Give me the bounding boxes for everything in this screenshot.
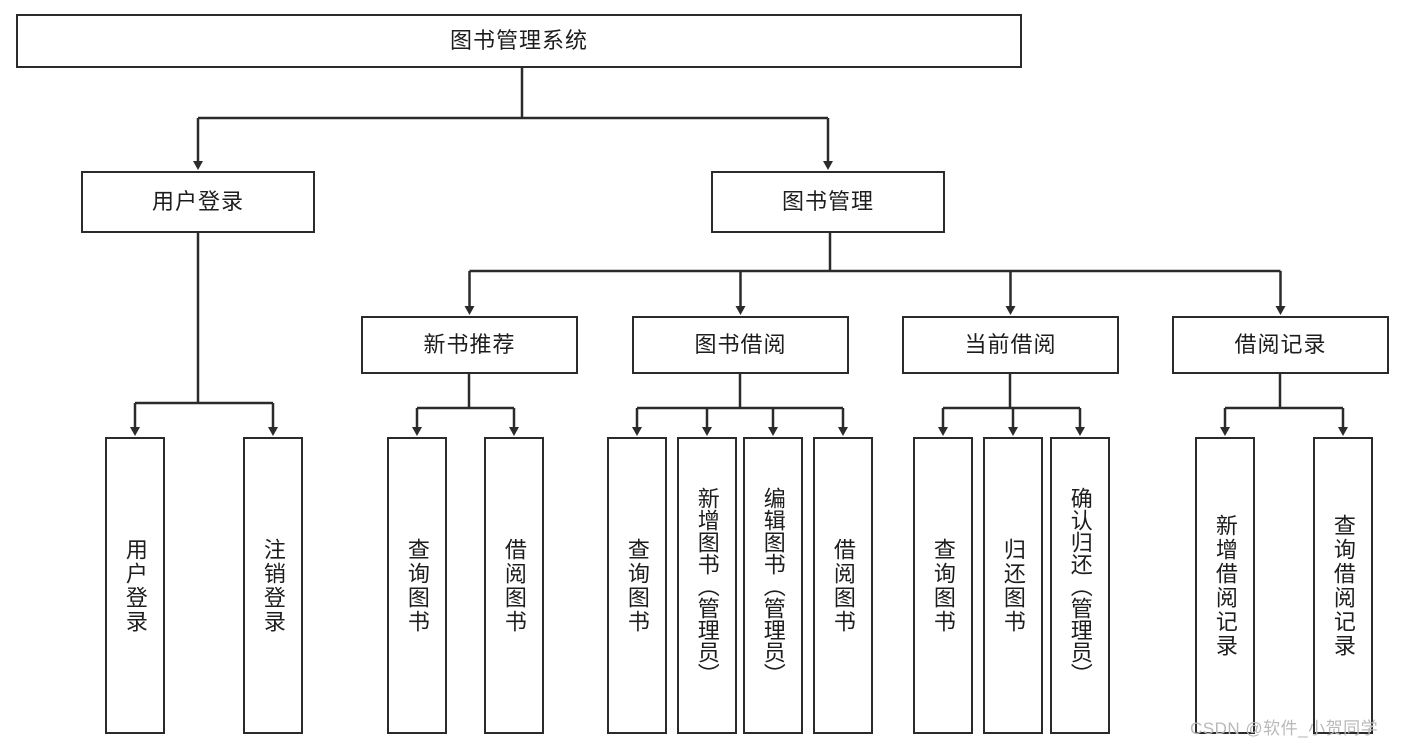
node-l-cu-conf[interactable]: 确认归还（管理员） (1050, 437, 1110, 734)
node-l-logout[interactable]: 注销登录 (243, 437, 303, 734)
node-newbook[interactable]: 新书推荐 (361, 316, 578, 374)
node-l-login[interactable]: 用户登录 (105, 437, 165, 734)
node-l-cu-return[interactable]: 归还图书 (983, 437, 1043, 734)
node-l-re-add[interactable]: 新增借阅记录 (1195, 437, 1255, 734)
node-l-nb-query[interactable]: 查询图书 (387, 437, 447, 734)
node-login[interactable]: 用户登录 (81, 171, 315, 233)
node-l-bo-lend[interactable]: 借阅图书 (813, 437, 873, 734)
node-records[interactable]: 借阅记录 (1172, 316, 1389, 374)
watermark-text: CSDN @软件_小贺同学 (1190, 719, 1379, 738)
node-bookmgmt[interactable]: 图书管理 (711, 171, 945, 233)
node-borrow[interactable]: 图书借阅 (632, 316, 849, 374)
node-l-re-query[interactable]: 查询借阅记录 (1313, 437, 1373, 734)
node-l-bo-query[interactable]: 查询图书 (607, 437, 667, 734)
node-l-bo-edit[interactable]: 编辑图书（管理员） (743, 437, 803, 734)
node-current[interactable]: 当前借阅 (902, 316, 1119, 374)
node-l-cu-query[interactable]: 查询图书 (913, 437, 973, 734)
node-l-nb-borrow[interactable]: 借阅图书 (484, 437, 544, 734)
node-l-bo-add[interactable]: 新增图书（管理员） (677, 437, 737, 734)
node-root[interactable]: 图书管理系统 (16, 14, 1022, 68)
